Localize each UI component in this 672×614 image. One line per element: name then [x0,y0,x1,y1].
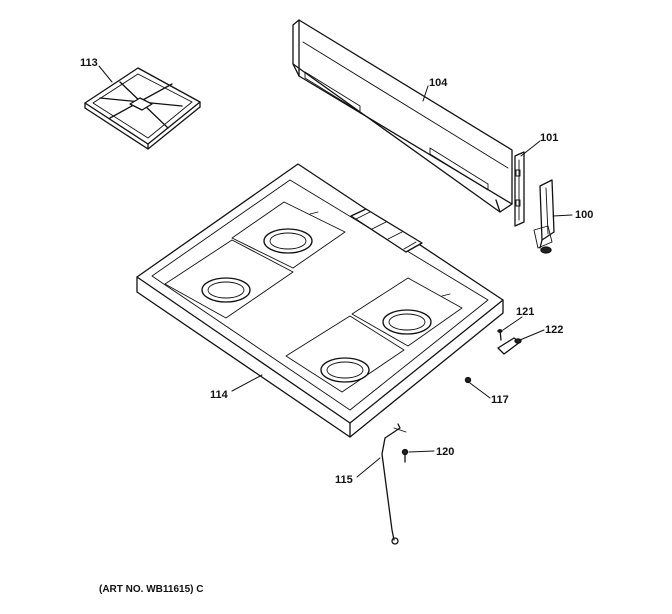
screw-121 [497,329,503,341]
callout-100: 100 [575,209,593,221]
cooktop-114 [136,163,504,438]
plug-117 [464,376,472,384]
callout-114: 114 [210,389,229,401]
screw-120 [401,448,409,463]
callout-120: 120 [436,446,454,458]
callout-117: 117 [491,394,509,406]
leader-lines [98,65,573,478]
callout-101: 101 [540,132,558,144]
callout-104: 104 [429,77,448,89]
burner-grate-113 [84,67,201,150]
art-number: (ART NO. WB11615) C [99,584,203,595]
end-cap-100 [533,179,555,254]
callout-121: 121 [516,306,534,318]
callout-122: 122 [545,324,563,336]
rod-115 [381,423,407,545]
clip-122 [497,337,522,355]
backsplash-104 [292,19,513,213]
callout-115: 115 [335,474,353,486]
callout-113: 113 [80,57,98,69]
end-cap-101 [514,151,525,227]
